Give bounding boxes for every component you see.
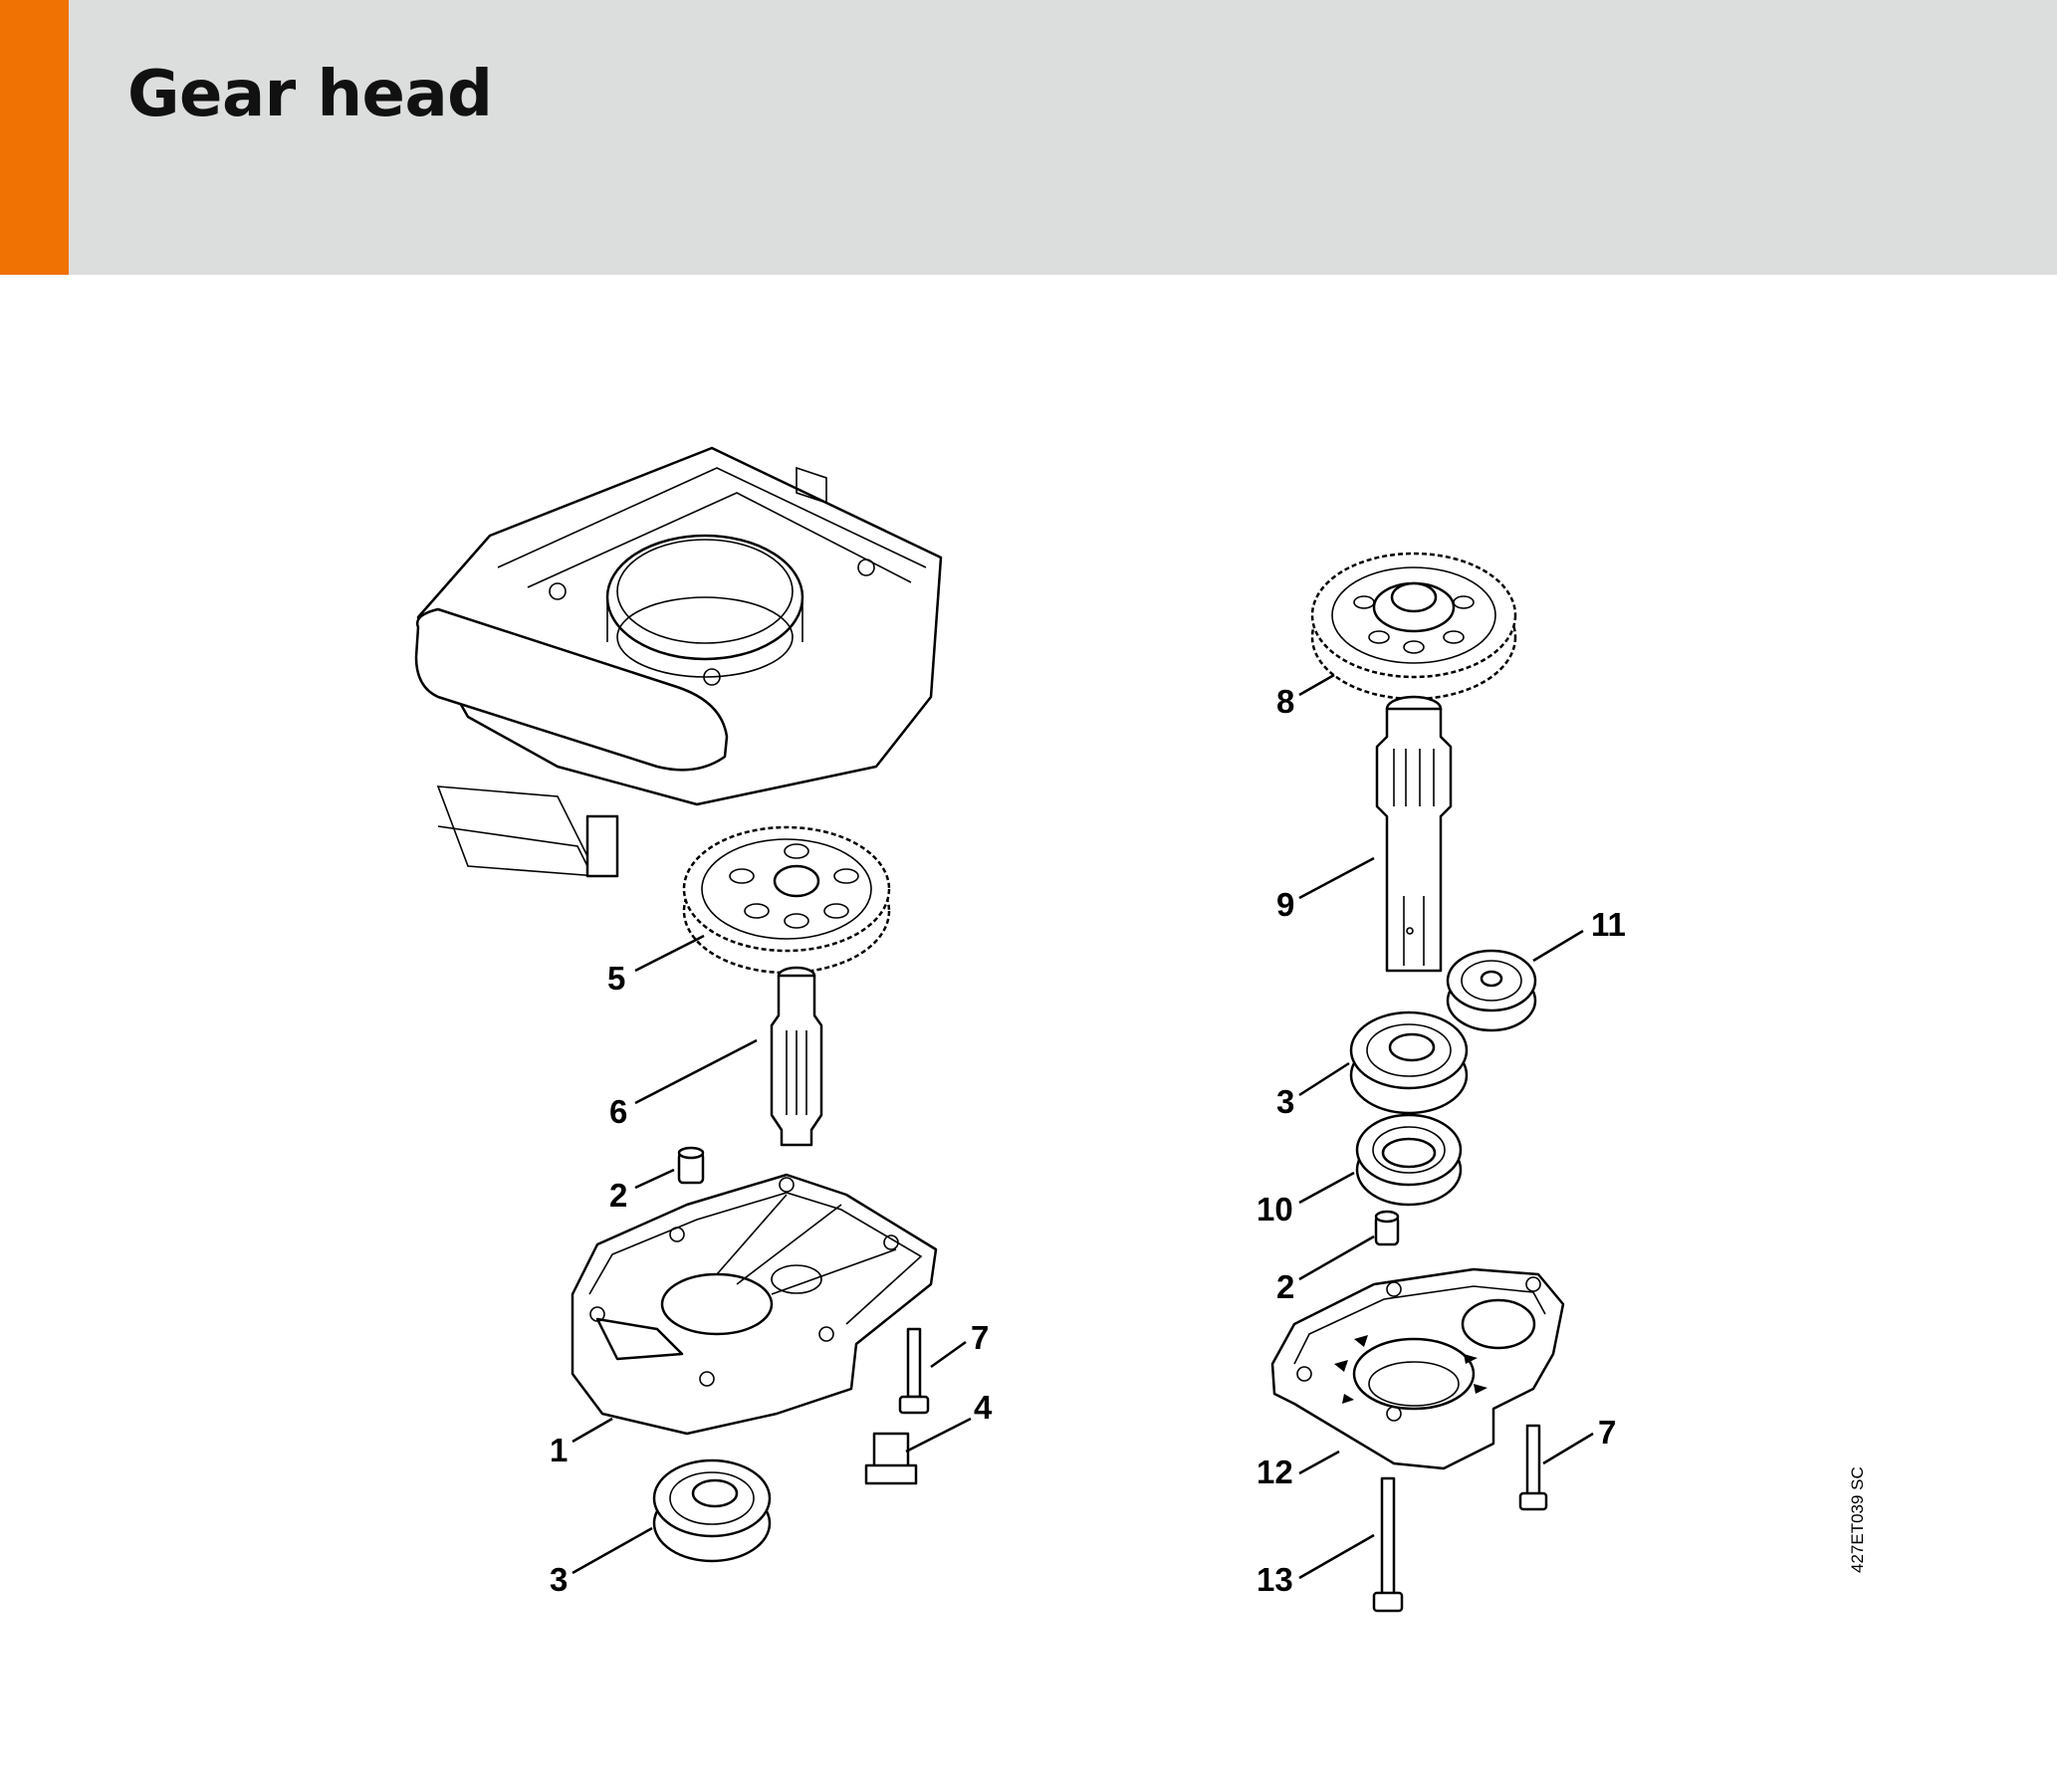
callout-8: 8 bbox=[1276, 683, 1294, 720]
seal-ring-10 bbox=[1355, 1113, 1463, 1207]
callout-5: 5 bbox=[607, 960, 625, 997]
callout-9: 9 bbox=[1276, 886, 1294, 923]
page-title: Gear head bbox=[127, 58, 493, 131]
callout-2-left: 2 bbox=[609, 1177, 627, 1214]
callout-1: 1 bbox=[550, 1432, 568, 1468]
shaft-9 bbox=[1375, 695, 1453, 973]
callout-3-left: 3 bbox=[550, 1561, 568, 1598]
shaft-6 bbox=[770, 966, 823, 1147]
callout-7-right: 7 bbox=[1598, 1414, 1616, 1451]
header-band: Gear head bbox=[0, 0, 2057, 275]
gear-5 bbox=[682, 825, 891, 975]
callout-7-left: 7 bbox=[971, 1319, 989, 1356]
callout-2-right: 2 bbox=[1276, 1268, 1294, 1305]
screw-13 bbox=[1372, 1476, 1404, 1613]
screw-7-left bbox=[898, 1327, 930, 1415]
pin-2-right bbox=[1374, 1210, 1400, 1246]
exploded-parts-diagram: 5 6 2 1 3 7 4 8 9 11 3 10 2 7 12 13 bbox=[414, 446, 1626, 1613]
plug-4 bbox=[864, 1432, 918, 1485]
callout-12: 12 bbox=[1257, 1454, 1293, 1490]
pin-2-left bbox=[677, 1146, 705, 1185]
gear-housing bbox=[414, 446, 943, 878]
screw-7-right bbox=[1518, 1424, 1548, 1511]
callout-13: 13 bbox=[1257, 1561, 1293, 1598]
housing-cover-1 bbox=[571, 1173, 938, 1436]
callout-10: 10 bbox=[1257, 1191, 1293, 1228]
bearing-11 bbox=[1446, 949, 1537, 1032]
gear-8 bbox=[1310, 552, 1517, 701]
drawing-code: 427ET039 SC bbox=[1848, 1466, 1867, 1573]
bearing-3-left bbox=[652, 1458, 772, 1563]
callout-6: 6 bbox=[609, 1093, 627, 1130]
callout-11: 11 bbox=[1591, 906, 1626, 943]
bearing-3-right bbox=[1349, 1010, 1469, 1115]
cover-plate-12 bbox=[1270, 1267, 1565, 1470]
leader-lines bbox=[571, 673, 1594, 1580]
accent-bar bbox=[0, 0, 69, 275]
callout-3-right: 3 bbox=[1276, 1083, 1294, 1120]
callout-4: 4 bbox=[974, 1389, 993, 1426]
